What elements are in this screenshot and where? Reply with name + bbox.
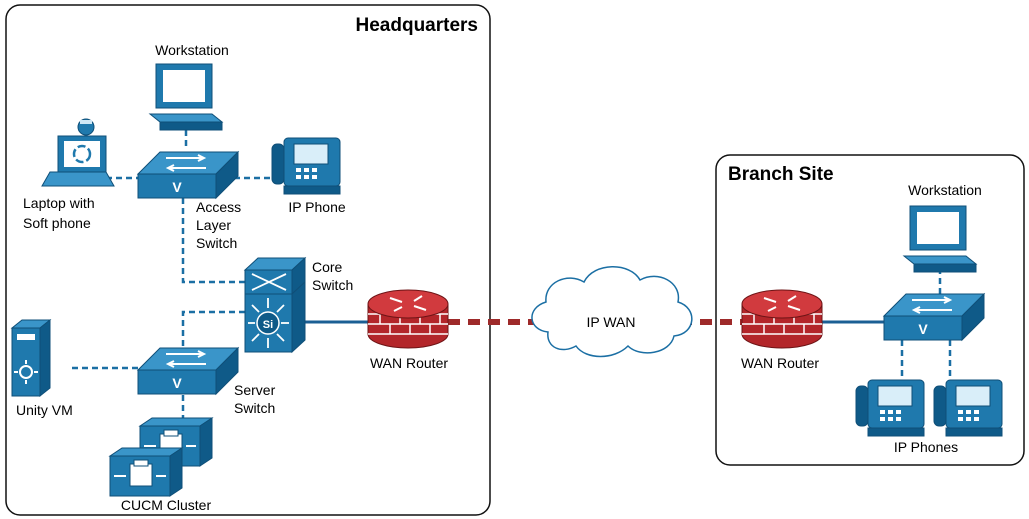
hq-ip-phone[interactable] <box>271 137 341 195</box>
branch-site-frame <box>715 154 1025 466</box>
headquarters-frame <box>5 4 491 516</box>
branch-workstation[interactable] <box>903 205 977 273</box>
laptop-icon <box>41 118 115 187</box>
access-layer-switch[interactable] <box>137 151 239 199</box>
server-icon <box>10 318 52 398</box>
access-switch-label-line3: Switch <box>196 235 237 251</box>
branch-wan-router-label: WAN Router <box>741 355 819 371</box>
switch-icon <box>883 293 985 341</box>
cucm-cluster[interactable] <box>108 417 214 497</box>
router-icon <box>367 289 449 349</box>
ip-phone-icon <box>933 379 1003 437</box>
branch-wan-router[interactable] <box>741 289 823 349</box>
ip-phone-icon <box>855 379 925 437</box>
hq-workstation-label: Workstation <box>155 42 229 58</box>
unity-vm[interactable] <box>10 318 52 398</box>
laptop-label-line2: Soft phone <box>23 215 91 231</box>
cloud-icon <box>531 266 693 358</box>
link-access-core <box>181 198 245 284</box>
switch-icon <box>137 151 239 199</box>
hq-wan-router-label: WAN Router <box>370 355 448 371</box>
hq-wan-router[interactable] <box>367 289 449 349</box>
router-icon <box>741 289 823 349</box>
switch-icon <box>137 347 239 395</box>
branch-ip-phones-label: IP Phones <box>894 439 958 455</box>
access-switch-label-line2: Layer <box>196 217 231 233</box>
headquarters-title: Headquarters <box>356 15 479 36</box>
ip-wan-cloud[interactable] <box>531 266 693 358</box>
laptop-label-line1: Laptop with <box>23 195 95 211</box>
unity-vm-label: Unity VM <box>16 402 73 418</box>
core-switch-label-line1: Core <box>312 259 343 275</box>
server-switch-label-line1: Server <box>234 382 276 398</box>
core-switch-icon: Si <box>243 256 307 354</box>
workstation-icon <box>903 205 977 273</box>
ip-phone-icon <box>271 137 341 195</box>
ip-wan-label: IP WAN <box>586 314 635 330</box>
branch-ip-phone-2[interactable] <box>933 379 1003 437</box>
branch-workstation-label: Workstation <box>908 182 982 198</box>
laptop-softphone[interactable] <box>41 118 115 187</box>
core-switch-label-line2: Switch <box>312 277 353 293</box>
svg-text:Si: Si <box>263 319 273 331</box>
server-switch[interactable] <box>137 347 239 395</box>
hq-ip-phone-label: IP Phone <box>288 199 346 215</box>
cucm-cluster-label: CUCM Cluster <box>121 497 212 513</box>
link-core-server-switch <box>181 310 245 348</box>
workstation-icon <box>149 63 223 131</box>
hq-workstation[interactable] <box>149 63 223 131</box>
server-switch-label-line2: Switch <box>234 400 275 416</box>
core-switch[interactable]: Si <box>243 256 307 354</box>
branch-site-title: Branch Site <box>728 164 834 185</box>
branch-ip-phone-1[interactable] <box>855 379 925 437</box>
access-switch-label-line1: Access <box>196 199 241 215</box>
call-manager-icon <box>108 417 214 497</box>
branch-switch[interactable] <box>883 293 985 341</box>
